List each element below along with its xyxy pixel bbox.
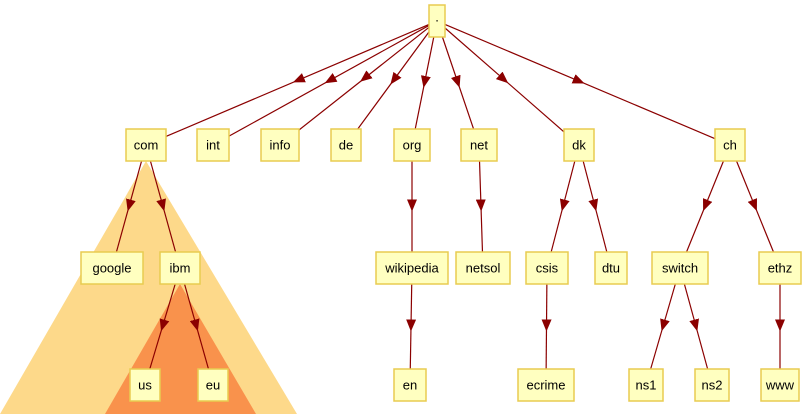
edge-root-int — [228, 24, 430, 137]
node-box — [428, 4, 446, 38]
edge-net-netsol — [478, 160, 484, 253]
node-www: www — [760, 368, 800, 402]
node-csis: csis — [525, 251, 569, 285]
node-box — [525, 251, 569, 285]
edge-root-dk — [444, 27, 565, 133]
node-label: ns1 — [636, 378, 657, 393]
edges-layer — [115, 23, 785, 370]
node-com: com — [125, 128, 167, 162]
edge-root-com — [165, 23, 430, 138]
node-net: net — [460, 128, 498, 162]
node-box — [129, 368, 161, 402]
node-ethz: ethz — [758, 251, 802, 285]
edge-dk-dtu — [582, 160, 608, 253]
node-label: ns2 — [702, 378, 723, 393]
node-box — [651, 251, 709, 285]
node-label: de — [339, 138, 353, 153]
node-label: google — [92, 261, 131, 276]
node-int: int — [196, 128, 230, 162]
node-box — [196, 128, 230, 162]
node-label: org — [403, 138, 422, 153]
node-box — [455, 251, 511, 285]
node-box — [694, 368, 730, 402]
node-box — [460, 128, 498, 162]
node-netsol: netsol — [455, 251, 511, 285]
node-dk: dk — [563, 128, 595, 162]
node-label: www — [765, 378, 795, 393]
edge-ch-ethz — [735, 160, 775, 253]
edge-dk-csis — [550, 160, 576, 253]
node-box — [393, 368, 427, 402]
edge-csis-ecrime — [545, 283, 548, 370]
node-box — [375, 251, 449, 285]
node-box — [125, 128, 167, 162]
node-label: . — [435, 10, 439, 25]
node-label: int — [206, 138, 220, 153]
node-ch: ch — [714, 128, 746, 162]
node-dtu: dtu — [594, 251, 628, 285]
node-switch: switch — [651, 251, 709, 285]
node-box — [393, 128, 431, 162]
node-box — [330, 128, 362, 162]
node-label: eu — [206, 378, 220, 393]
node-box — [628, 368, 664, 402]
node-label: dk — [572, 138, 586, 153]
node-label: ch — [723, 138, 737, 153]
edge-root-net — [441, 36, 475, 130]
node-ns2: ns2 — [694, 368, 730, 402]
node-wikipedia: wikipedia — [375, 251, 449, 285]
node-ibm: ibm — [159, 251, 201, 285]
node-label: netsol — [466, 261, 501, 276]
node-label: net — [470, 138, 488, 153]
com-zone-triangle — [0, 161, 297, 414]
edge-switch-ns1 — [650, 283, 676, 370]
node-label: csis — [536, 261, 559, 276]
node-label: ethz — [768, 261, 793, 276]
edge-root-info — [298, 26, 430, 131]
node-ns1: ns1 — [628, 368, 664, 402]
node-box — [760, 368, 800, 402]
node-box — [159, 251, 201, 285]
node-label: com — [134, 138, 159, 153]
node-label: us — [138, 378, 152, 393]
node-label: en — [403, 378, 417, 393]
nodes-layer: . com int info de org net dk ch google ibm wikipedi… — [80, 4, 802, 402]
node-en: en — [393, 368, 427, 402]
node-label: switch — [662, 261, 698, 276]
node-box — [260, 128, 300, 162]
node-label: info — [270, 138, 291, 153]
node-box — [563, 128, 595, 162]
edge-ch-switch — [685, 160, 725, 253]
node-box — [80, 251, 144, 285]
node-de: de — [330, 128, 362, 162]
edge-root-org — [414, 36, 435, 130]
node-eu: eu — [197, 368, 229, 402]
node-label: ibm — [170, 261, 191, 276]
node-org: org — [393, 128, 431, 162]
node-label: ecrime — [526, 378, 565, 393]
node-google: google — [80, 251, 144, 285]
edge-root-ch — [444, 23, 716, 140]
node-label: dtu — [602, 261, 620, 276]
node-label: wikipedia — [384, 261, 439, 276]
edge-switch-ns2 — [683, 283, 709, 370]
edge-wikipedia-en — [409, 283, 413, 370]
node-box — [758, 251, 802, 285]
node-box — [517, 368, 575, 402]
node-info: info — [260, 128, 300, 162]
node-box — [594, 251, 628, 285]
node-box — [197, 368, 229, 402]
node-us: us — [129, 368, 161, 402]
node-root: . — [428, 4, 446, 38]
node-ecrime: ecrime — [517, 368, 575, 402]
node-box — [714, 128, 746, 162]
